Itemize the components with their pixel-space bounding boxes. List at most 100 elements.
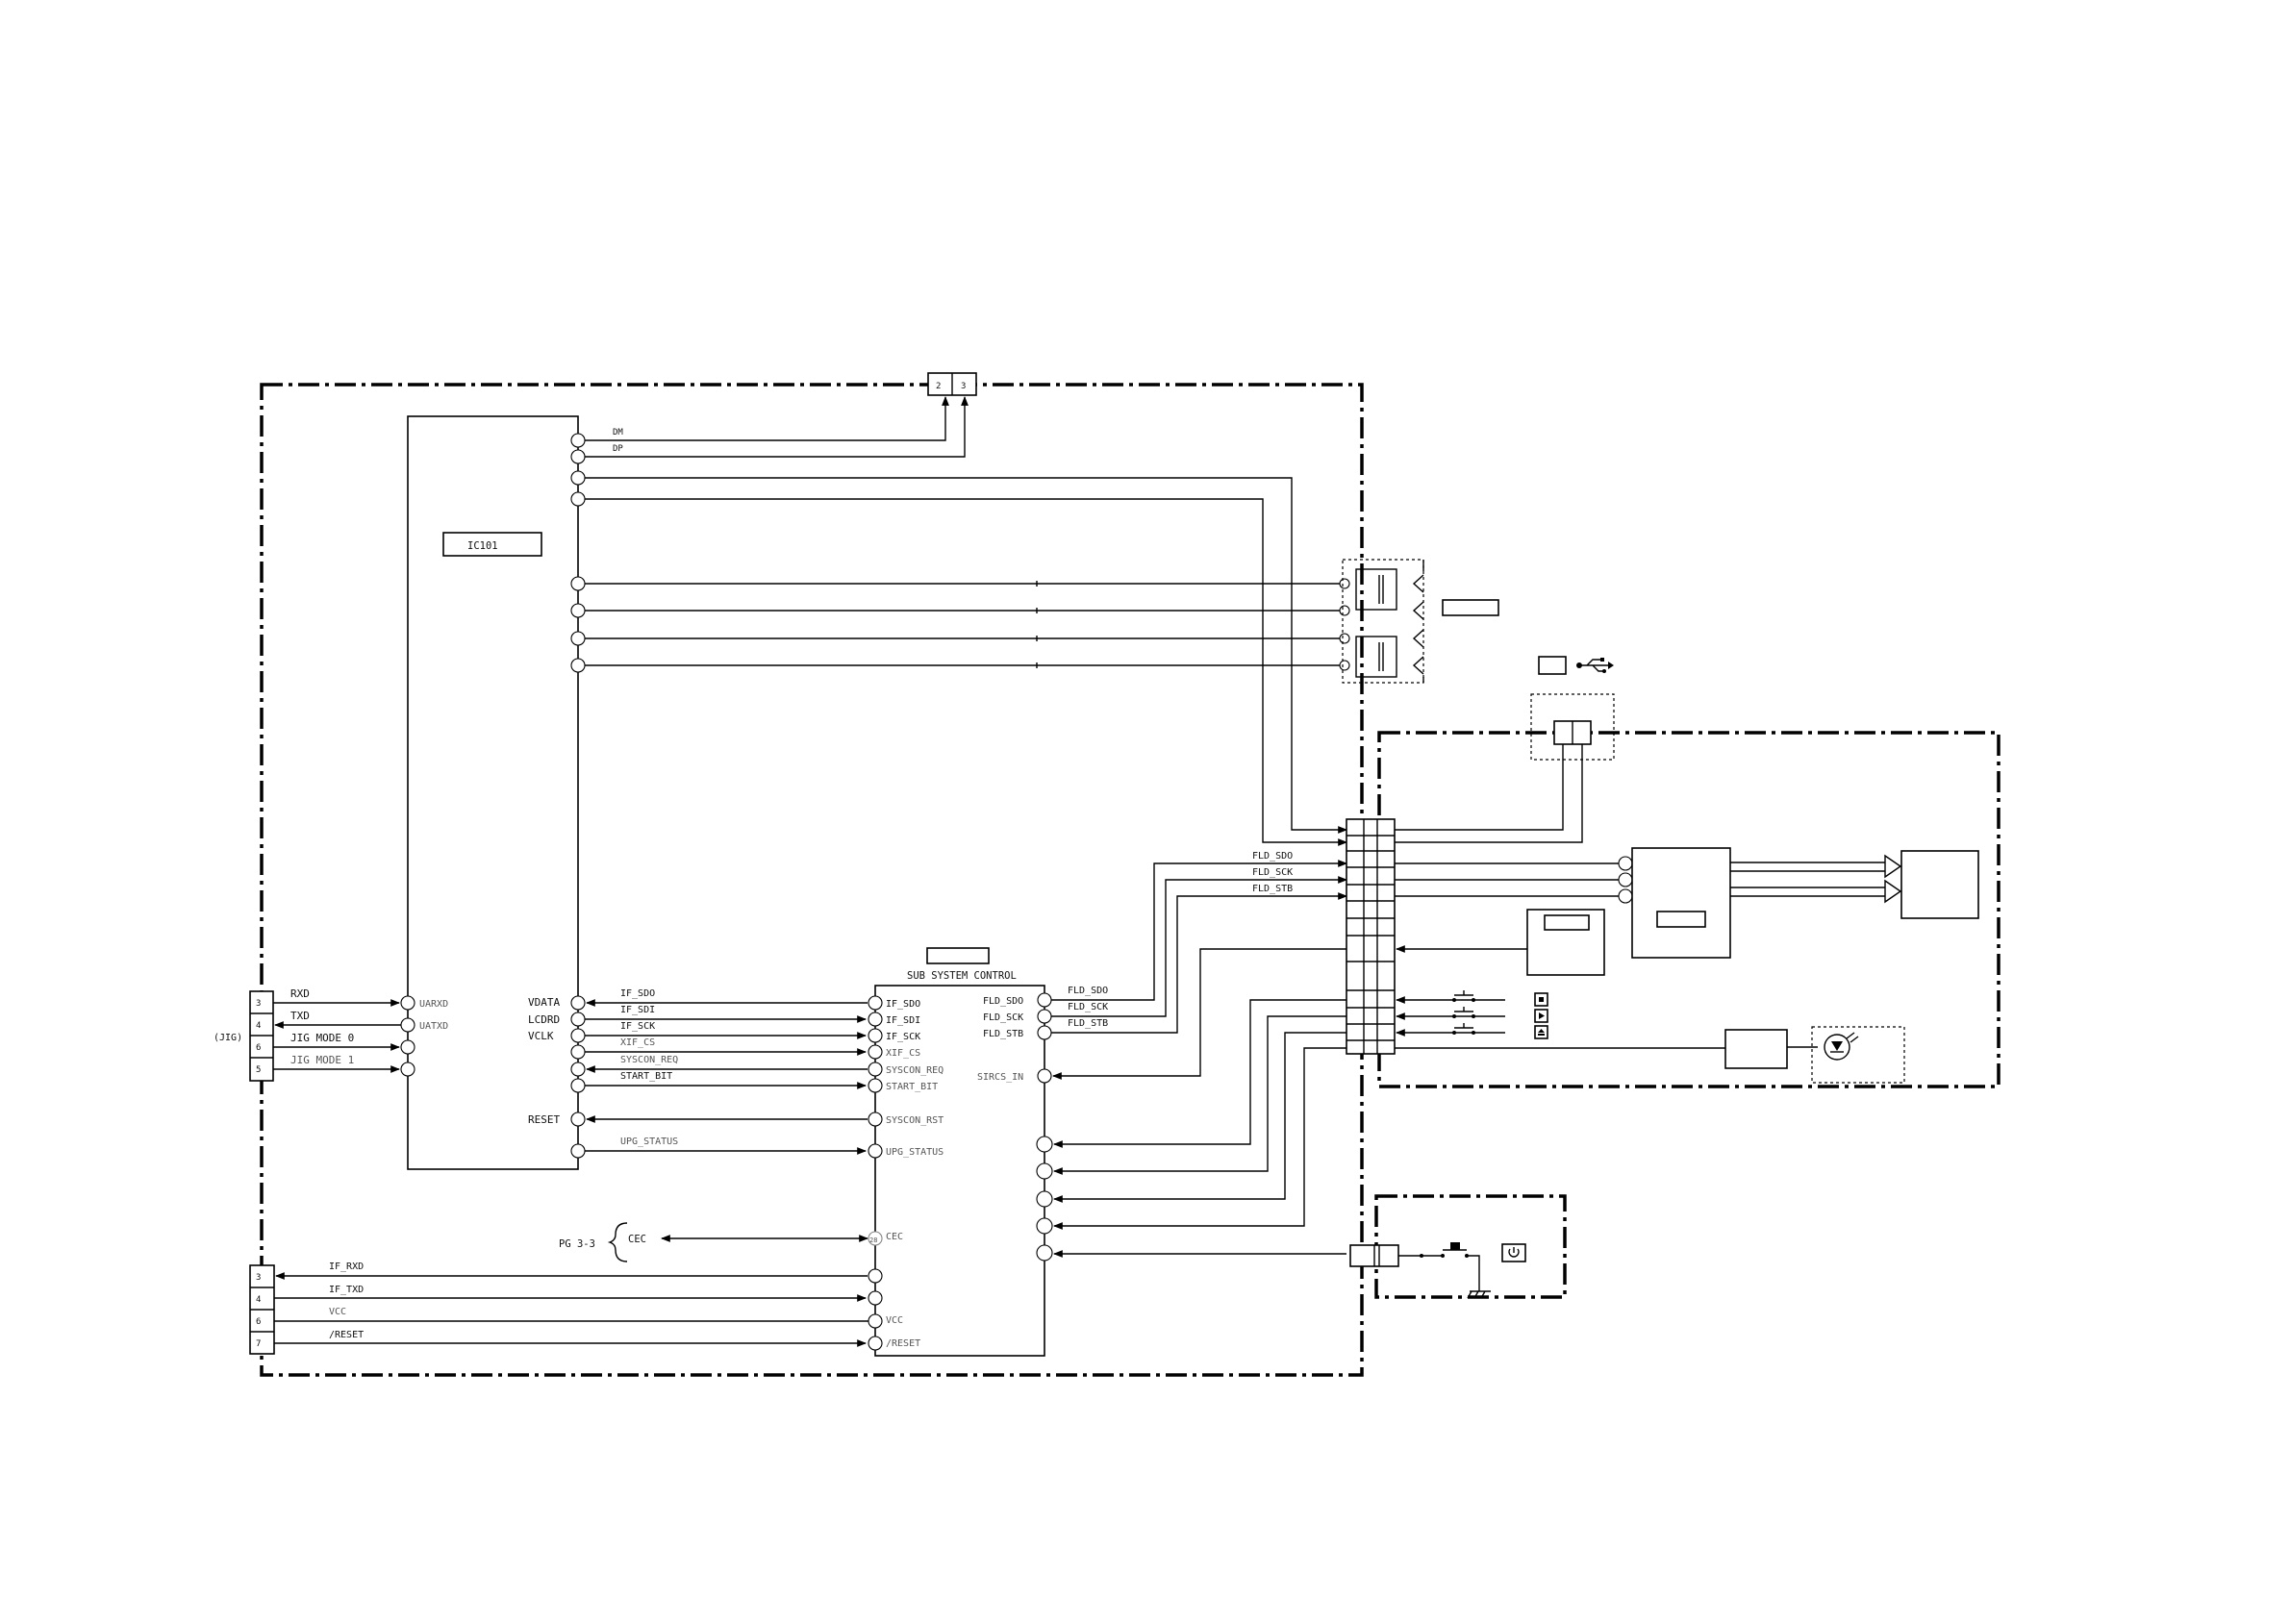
cec-reference: PG 3-3 CEC 28 (559, 1222, 883, 1262)
syscon-pin-if-sck: IF_SCK (886, 1032, 920, 1042)
cec-ref-label: CEC (628, 1234, 646, 1245)
remote-receiver-label-box (1544, 914, 1590, 931)
jig-pin-4: 4 (256, 1021, 261, 1031)
fl-tube-arrows (1730, 854, 1902, 904)
power-switch (1398, 1242, 1491, 1299)
bottom-pin-6: 6 (256, 1317, 261, 1327)
jig-pin-5: 5 (256, 1065, 261, 1075)
fld-label-sck-a: FLD_SCK (1068, 1002, 1108, 1012)
usb-icon (1576, 658, 1614, 673)
syscon-pin-fld-stb: FLD_STB (983, 1029, 1023, 1039)
fld-label-stb-a: FLD_STB (1068, 1018, 1108, 1029)
syscon-pin-vcc: VCC (886, 1315, 903, 1326)
bottom-signal-if-rxd: IF_RXD (329, 1262, 364, 1272)
fld-label-sdo-a: FLD_SDO (1068, 986, 1108, 996)
syscon-pin-if-sdo: IF_SDO (886, 999, 920, 1010)
syscon-label-box (926, 947, 990, 964)
led-driver-block (1724, 1029, 1788, 1069)
play-icon (1534, 1009, 1548, 1023)
usb-connector-pin-2: 2 (936, 382, 941, 391)
dp-label: DP (613, 444, 623, 454)
syscon-chip (874, 985, 1045, 1357)
fl-driver-lines (1395, 856, 1633, 904)
eject-icon (1534, 1025, 1548, 1039)
usb-port-label-box (1442, 599, 1499, 616)
stop-icon (1534, 992, 1548, 1007)
bottom-signal-reset: /RESET (329, 1330, 364, 1340)
bottom-pin-4: 4 (256, 1295, 261, 1305)
fl-connector-feed-lines (570, 470, 1347, 846)
bottom-signal-if-txd: IF_TXD (329, 1285, 364, 1295)
key-switches (1396, 990, 1505, 1037)
syscon-pin-cec: CEC (886, 1232, 903, 1242)
bottom-pin-7: 7 (256, 1339, 261, 1349)
usb-connector-pin-3: 3 (961, 382, 966, 391)
bus-upg-status: UPG_STATUS (620, 1137, 678, 1147)
jig-signal-mode1: JIG MODE 1 (290, 1054, 354, 1066)
bus-start-bit: START_BIT (620, 1071, 672, 1082)
syscon-pin-start-bit: START_BIT (886, 1082, 938, 1092)
jig-label: (JIG) (214, 1033, 242, 1043)
power-icon (1501, 1243, 1526, 1262)
syscon-pin-fld-sdo: FLD_SDO (983, 996, 1023, 1007)
fl-usb-connector (1553, 720, 1592, 745)
fl-usb-line-b (1395, 744, 1583, 843)
jig-signal-rxd: RXD (290, 987, 310, 1000)
fl-driver-chip (1631, 847, 1731, 959)
bottom-signal-vcc: VCC (329, 1307, 346, 1317)
ic101-chip (407, 415, 579, 1170)
ic101-pin-reset: RESET (528, 1113, 560, 1126)
bus-if-sdo: IF_SDO (620, 988, 655, 999)
ic101-pin-lcdrd: LCDRD (528, 1013, 560, 1026)
fl-usb-connector-frame (1530, 693, 1615, 761)
fl-tube (1900, 850, 1979, 919)
syscon-pin-xif-cs: XIF_CS (886, 1048, 920, 1059)
syscon-pin-if-sdi: IF_SDI (886, 1015, 920, 1026)
syscon-left-pins: IF_SDO IF_SDI IF_SCK XIF_CS SYSCON_REQ S… (886, 999, 944, 1349)
cec-ref-page: PG 3-3 (559, 1238, 595, 1250)
jig-pin-3: 3 (256, 999, 261, 1009)
jig-signal-txd: TXD (290, 1010, 310, 1022)
syscon-pin-upg-status: UPG_STATUS (886, 1147, 944, 1158)
syscon-pin-syscon-rst: SYSCON_RST (886, 1115, 944, 1126)
led-frame (1811, 1026, 1905, 1084)
main-board-outline (260, 383, 1364, 1377)
jig-lines: RXD TXD JIG MODE 0 JIG MODE 1 UARXD UATX… (273, 987, 448, 1077)
bus-if-sdi: IF_SDI (620, 1005, 655, 1015)
led-icon (1824, 1032, 1859, 1061)
jig-pin-6: 6 (256, 1043, 261, 1053)
syscon-pin-syscon-req: SYSCON_REQ (886, 1065, 944, 1076)
power-connector (1349, 1244, 1399, 1267)
syscon-right-pins: FLD_SDO FLD_SCK FLD_STB SIRCS_IN (977, 992, 1052, 1084)
sircs-line (1052, 948, 1346, 1080)
usb-logo-box (1538, 656, 1567, 675)
usb-port-lines (570, 576, 1350, 673)
power-board-outline (1374, 1194, 1567, 1299)
bus-if-sck: IF_SCK (620, 1021, 655, 1032)
fld-label-sck-b: FLD_SCK (1252, 867, 1293, 878)
jig-signal-mode0: JIG MODE 0 (290, 1032, 354, 1044)
key-switch-play (1452, 1007, 1475, 1018)
ic101-pin-vdata: VDATA (528, 996, 560, 1009)
fld-label-sdo-b: FLD_SDO (1252, 851, 1293, 862)
jig-connector: 3 4 6 5 (249, 990, 274, 1082)
syscon-pin-fld-sck: FLD_SCK (983, 1012, 1023, 1023)
bottom-connector-lines: IF_RXD IF_TXD VCC /RESET (274, 1262, 883, 1351)
syscon-pin-reset: /RESET (886, 1338, 920, 1349)
bottom-pin-3: 3 (256, 1273, 261, 1283)
ic101-right-pins: VDATA LCDRD VCLK RESET (528, 996, 560, 1126)
syscon-pin-sircs-in: SIRCS_IN (977, 1072, 1023, 1083)
usb-filter-block (1342, 559, 1424, 684)
ic101-syscon-bus: IF_SDO IF_SDI IF_SCK XIF_CS SYSCON_REQ S… (570, 988, 883, 1159)
key-return-lines (1036, 999, 1346, 1262)
bus-xif-cs: XIF_CS (620, 1037, 655, 1048)
ic101-label-box (442, 532, 542, 557)
ic101-pin-uatxd: UATXD (419, 1021, 448, 1032)
usb-connector: 2 3 (927, 372, 977, 396)
bus-syscon-req: SYSCON_REQ (620, 1055, 678, 1065)
bottom-connector: 3 4 6 7 (249, 1264, 275, 1355)
fl-driver-label-box (1656, 911, 1706, 928)
cec-pin-number: 28 (869, 1237, 877, 1244)
syscon-title: SUB SYSTEM CONTROL (907, 970, 1017, 982)
